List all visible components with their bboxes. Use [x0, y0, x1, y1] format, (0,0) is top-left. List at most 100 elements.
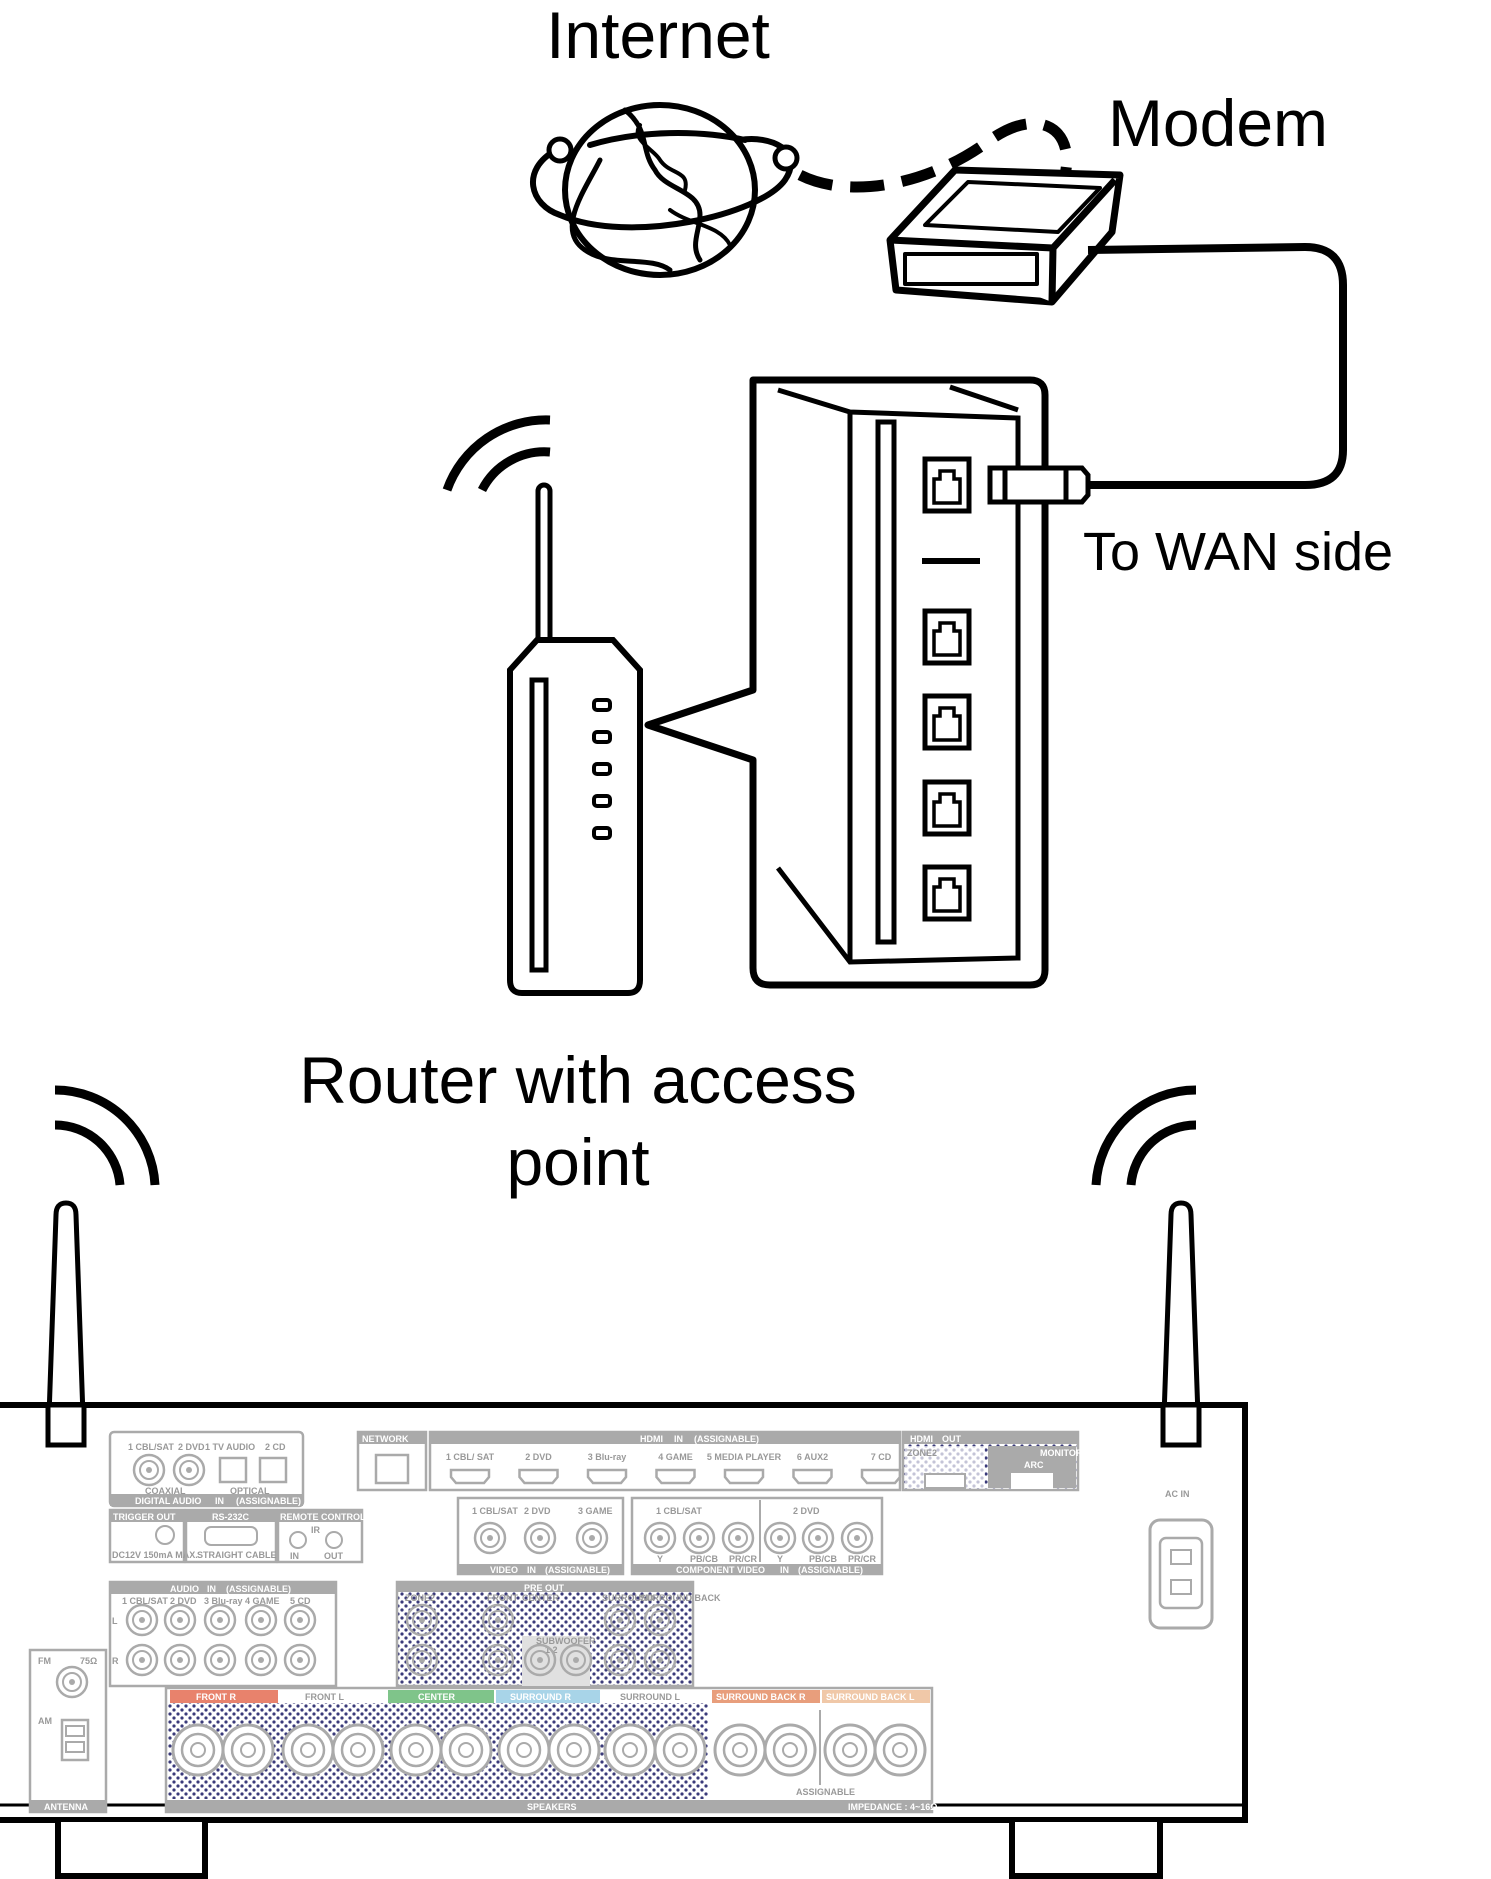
audio-input-2: 2 DVD [170, 1596, 197, 1606]
optical-input-1: 1 TV AUDIO [205, 1442, 255, 1452]
antenna-panel: ANTENNA FM 75Ω AM [28, 1648, 108, 1814]
hdmi-input-1: 1 CBL/ SAT [446, 1452, 495, 1462]
ethernet-port-lan-2 [925, 696, 969, 748]
coax-input-1: 1 CBL/SAT [128, 1442, 174, 1452]
speaker-surround-back-l-band [822, 1690, 930, 1703]
audio-l-label: L [112, 1616, 118, 1626]
speaker-terminal [331, 1723, 385, 1777]
arc-label: ARC [1024, 1460, 1044, 1470]
component-video-panel: COMPONENT VIDEO IN (ASSIGNABLE) 1 CBL/SA… [630, 1496, 884, 1576]
speakers-label: SPEAKERS [527, 1802, 577, 1812]
video-panel: VIDEO IN (ASSIGNABLE) 1 CBL/SAT 2 DVD 3 … [456, 1496, 625, 1576]
network-label: NETWORK [362, 1434, 409, 1444]
video-input-2: 2 DVD [524, 1506, 551, 1516]
ethernet-port-lan-1 [925, 611, 969, 663]
audio-input-1: 1 CBL/SAT [122, 1596, 168, 1606]
fm-ohm-label: 75Ω [80, 1656, 97, 1666]
video-input-1: 1 CBL/SAT [472, 1506, 518, 1516]
subwoofer-label: SUBWOOFER [536, 1636, 596, 1646]
remote-control-label: REMOTE CONTROL [280, 1512, 366, 1522]
optical-input-2: 2 CD [265, 1442, 286, 1452]
hdmi-input-6: 6 AUX2 [797, 1452, 828, 1462]
speaker-terminal [713, 1723, 767, 1777]
pre-out-zone2: ZONE2 [405, 1593, 435, 1603]
digital-audio-badge: IN [215, 1496, 224, 1506]
hdmi-in-note: (ASSIGNABLE) [694, 1434, 759, 1444]
digital-audio-note: (ASSIGNABLE) [236, 1496, 301, 1506]
speaker-surround-back-r-band [712, 1690, 820, 1703]
hdmi-input-4: 4 GAME [658, 1452, 693, 1462]
digital-audio-panel: DIGITAL AUDIO IN (ASSIGNABLE) COAXIAL OP… [108, 1430, 305, 1508]
ir-label: IR [311, 1525, 321, 1535]
hdmi-input-7: 7 CD [871, 1452, 892, 1462]
impedance-label: IMPEDANCE : 4~16Ω [848, 1802, 938, 1812]
ethernet-port-lan-4 [925, 867, 969, 919]
speaker-front-r: FRONT R [196, 1692, 236, 1702]
video-badge: IN [527, 1565, 536, 1575]
globe-icon [529, 102, 800, 278]
speaker-center: CENTER [418, 1692, 456, 1702]
component-jack-pr-2: PR/CR [848, 1554, 877, 1564]
optical-jack-2 [258, 1456, 288, 1484]
ir-in-label: IN [290, 1551, 299, 1561]
speaker-terminal [389, 1723, 443, 1777]
receiver-antenna-left-waves-icon [54, 1085, 160, 1186]
wan-plug [987, 465, 1091, 505]
router-rear-panel [776, 384, 1021, 965]
audio-in-panel: AUDIO IN (ASSIGNABLE) 1 CBL/SAT 2 DVD 3 … [108, 1580, 338, 1688]
hdmi-out-panel: HDMI OUT ZONE2 MONITOR ARC [901, 1430, 1083, 1492]
video-label: VIDEO [490, 1565, 518, 1575]
modem-icon [886, 166, 1124, 306]
speaker-terminal [547, 1723, 601, 1777]
ethernet-port-lan-3 [925, 782, 969, 834]
speaker-terminal [873, 1723, 927, 1777]
audio-input-5: 5 CD [290, 1596, 311, 1606]
speaker-surround-r: SURROUND R [510, 1692, 572, 1702]
audio-in-badge: IN [207, 1584, 216, 1594]
hdmi-port-1 [449, 1468, 491, 1485]
router-label-line2: point [506, 1125, 649, 1199]
am-label: AM [38, 1716, 52, 1726]
hdmi-port-6 [792, 1468, 833, 1485]
pre-out-center: CENTER [522, 1593, 560, 1603]
component-video-note: (ASSIGNABLE) [798, 1565, 863, 1575]
control-panel: TRIGGER OUT DC12V 150mA MAX. RS-232C STR… [108, 1508, 366, 1564]
ac-in-label: AC IN [1165, 1489, 1190, 1499]
router-wifi-waves-icon [442, 415, 551, 493]
component-jack-pb-2: PB/CB [809, 1554, 838, 1564]
component-video-badge: IN [780, 1565, 789, 1575]
rs232c-label: RS-232C [212, 1512, 250, 1522]
pre-out-panel: PRE OUT ZONE2 FRONT CENTER SURROUND SURR… [395, 1580, 721, 1688]
speaker-front-r-band [170, 1690, 278, 1703]
component-jack-y-2: Y [777, 1554, 783, 1564]
coax-input-2: 2 DVD [178, 1442, 205, 1452]
audio-in-label: AUDIO [170, 1584, 199, 1594]
speaker-surround-r-band [496, 1690, 600, 1703]
hdmi-port-7 [860, 1468, 902, 1485]
hdmi-in-label: HDMI [640, 1434, 663, 1444]
hdmi-input-2: 2 DVD [525, 1452, 552, 1462]
speaker-terminal [763, 1723, 817, 1777]
audio-input-3: 3 Blu-ray [204, 1596, 243, 1606]
wan-cable [1087, 242, 1347, 489]
pre-out-front: FRONT [487, 1593, 518, 1603]
pre-out-surround-back: SURROUND BACK [640, 1593, 721, 1603]
video-input-3: 3 GAME [578, 1506, 613, 1516]
component-jack-pb-1: PB/CB [690, 1554, 719, 1564]
zone2-label: ZONE2 [907, 1448, 937, 1458]
fm-label: FM [38, 1656, 51, 1666]
speaker-center-band [388, 1690, 494, 1703]
speaker-surround-l: SURROUND L [620, 1692, 681, 1702]
audio-r-label: R [112, 1656, 119, 1666]
optical-jack-1 [218, 1456, 248, 1484]
hdmi-out-label: HDMI [910, 1434, 933, 1444]
internet-label: Internet [546, 0, 770, 72]
monitor-label: MONITOR [1040, 1448, 1083, 1458]
hdmi-out-badge: OUT [942, 1434, 962, 1444]
component-jack-y-1: Y [657, 1554, 663, 1564]
speaker-terminal [281, 1723, 335, 1777]
network-port: NETWORK [356, 1430, 428, 1492]
optical-label: OPTICAL [230, 1486, 270, 1496]
trigger-out-label: TRIGGER OUT [113, 1512, 176, 1522]
